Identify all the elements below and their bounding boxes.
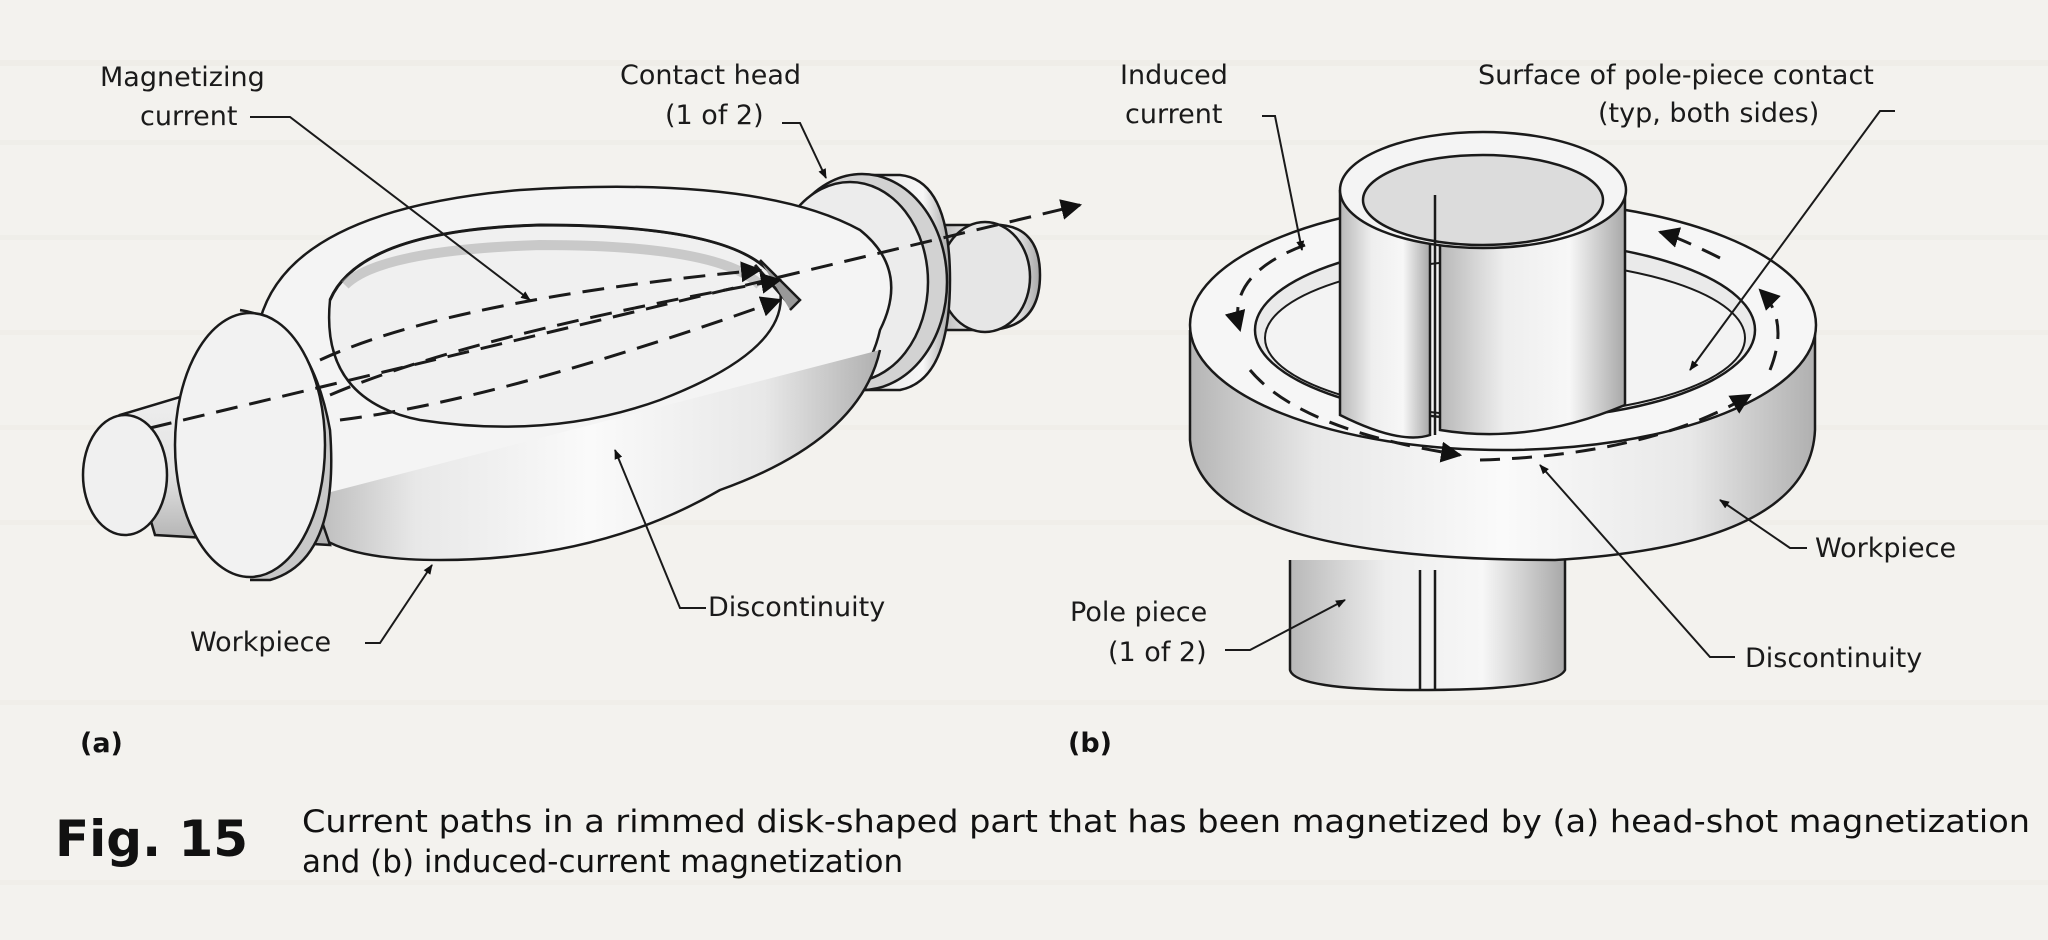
- label-contact-head-2: (1 of 2): [665, 100, 764, 131]
- figure-caption: Fig. 15 Current paths in a rimmed disk-s…: [55, 804, 2030, 880]
- pole-piece-lower: [1288, 560, 1567, 692]
- caption-line-1: Current paths in a rimmed disk-shaped pa…: [302, 804, 2030, 840]
- panel-b-leaders: [1225, 110, 1895, 658]
- panel-a-drawing: [81, 116, 1083, 644]
- label-induced-current-2: current: [1125, 99, 1222, 130]
- pole-piece-upper: [1338, 130, 1628, 439]
- label-discontinuity-a: Discontinuity: [708, 592, 885, 623]
- label-pole-piece-2: (1 of 2): [1108, 637, 1207, 668]
- panel-label-a: (a): [80, 728, 123, 759]
- contact-head-left: [81, 308, 333, 582]
- panel-b-drawing: [1188, 110, 1895, 692]
- label-magnetizing-current-2: current: [140, 101, 237, 132]
- current-path-arrows: [149, 199, 1083, 430]
- ring-workpiece-a: [258, 185, 893, 562]
- caption-line-2: and (b) induced-current magnetization: [302, 844, 903, 880]
- panel-a-labels: Magnetizing current Contact head (1 of 2…: [80, 60, 885, 759]
- induced-current-arrows: [1224, 227, 1781, 463]
- label-magnetizing-current-1: Magnetizing: [100, 62, 265, 93]
- label-pole-contact-1: Surface of pole-piece contact: [1478, 60, 1874, 91]
- label-contact-head-1: Contact head: [620, 60, 801, 91]
- label-induced-current-1: Induced: [1120, 60, 1228, 91]
- panel-label-b: (b): [1068, 728, 1112, 759]
- figure-number: Fig. 15: [55, 810, 248, 868]
- label-discontinuity-b: Discontinuity: [1745, 643, 1922, 674]
- label-workpiece-b: Workpiece: [1815, 533, 1956, 564]
- label-workpiece-a: Workpiece: [190, 627, 331, 658]
- label-pole-contact-2: (typ, both sides): [1598, 98, 1819, 129]
- panel-a-leaders: [250, 116, 827, 644]
- label-pole-piece-1: Pole piece: [1070, 597, 1207, 628]
- panel-b-labels: Induced current Surface of pole-piece co…: [1068, 60, 1956, 759]
